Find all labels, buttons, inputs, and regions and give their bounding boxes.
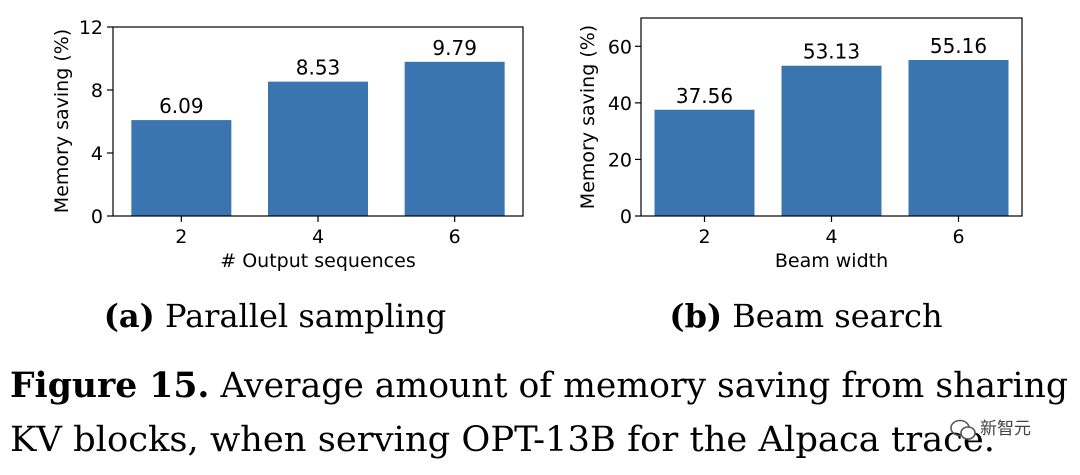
chart-b-xtick-label-0: 2 <box>698 226 710 248</box>
chart-b-axes-frame <box>640 17 1023 217</box>
chart-a-ylabel: Memory saving (%) <box>51 29 73 213</box>
chart-a-bar-2-value-label: 9.79 <box>432 36 477 60</box>
figure-caption-space <box>209 366 220 406</box>
chart-a-ytick-label-3: 12 <box>79 17 103 39</box>
chart-a-ytick-label-1: 4 <box>91 143 103 165</box>
chart-b-bar-1-value-label: 53.13 <box>803 40 860 64</box>
chart-b-bar-2 <box>908 59 1009 217</box>
chart-a-xtick-label-1: 4 <box>312 226 324 248</box>
subcaption-a-prefix: (a) <box>104 297 155 335</box>
chart-a-bar-1 <box>268 81 368 216</box>
chart-b-bar-2-value-label: 55.16 <box>930 34 987 58</box>
wechat-icon <box>950 419 976 440</box>
chart-b-ytick-label-3: 60 <box>608 36 632 58</box>
subcaption-a-space <box>155 297 165 335</box>
subcaption-b-text: Beam search <box>732 297 942 335</box>
chart-b-bar-0-value-label: 37.56 <box>676 84 733 108</box>
subcaption-a: (a) Parallel sampling <box>104 297 446 335</box>
chart-b-xtick-label-1: 4 <box>825 226 837 248</box>
figure-caption-line1: Figure 15. Average amount of memory savi… <box>10 365 1068 406</box>
subcaption-b-space <box>722 297 732 335</box>
chart-b-bar-0 <box>654 109 755 216</box>
chart-b-xlabel: Beam width <box>775 250 888 272</box>
chart-b-bar-1 <box>781 65 882 216</box>
chart-a-parallel-sampling: 6.09 2 8.53 4 9.79 6 0 4 8 12 # Output sequences Me… <box>51 17 524 272</box>
subcaption-a-text: Parallel sampling <box>165 297 446 335</box>
chart-a-bar-1-value-label: 8.53 <box>296 56 341 80</box>
figure-caption-label: Figure 15. <box>10 365 209 406</box>
chart-a-axes-frame <box>112 26 524 217</box>
chart-a-bar-2 <box>404 61 505 217</box>
chart-a-bar-0-value-label: 6.09 <box>159 94 204 118</box>
chart-b-ytick-label-2: 40 <box>608 93 632 115</box>
chart-a-xtick-label-2: 6 <box>449 226 461 248</box>
figure-caption-text1: Average amount of memory saving from sha… <box>219 366 1068 406</box>
chart-a-ytick-label-2: 8 <box>91 80 103 102</box>
subcaption-b: (b) Beam search <box>669 297 942 335</box>
figure-caption-line2: KV blocks, when serving OPT-13B for the … <box>10 420 995 460</box>
chart-b-ylabel: Memory saving (%) <box>577 25 599 209</box>
chart-b-xtick-label-2: 6 <box>952 226 964 248</box>
watermark: 新智元 <box>950 419 1031 440</box>
chart-a-xtick-label-0: 2 <box>175 226 187 248</box>
chart-a-xlabel: # Output sequences <box>220 250 415 272</box>
chart-b-ytick-label-1: 20 <box>608 149 632 171</box>
watermark-text: 新智元 <box>980 419 1031 439</box>
subcaption-b-prefix: (b) <box>669 297 722 335</box>
chart-a-ytick-label-0: 0 <box>91 206 103 228</box>
chart-b-ytick-label-0: 0 <box>620 206 632 228</box>
chart-a-bar-0 <box>131 120 232 216</box>
